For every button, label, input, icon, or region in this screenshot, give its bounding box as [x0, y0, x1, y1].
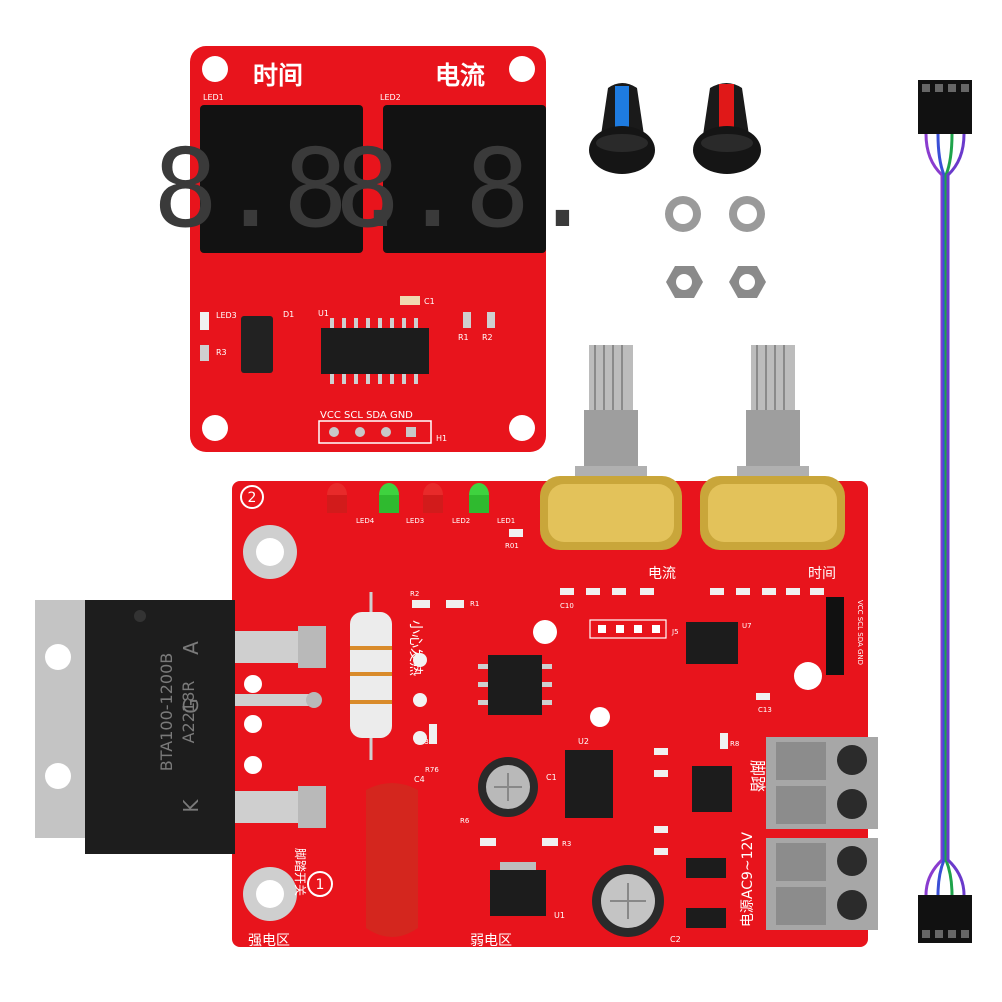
- segment-digits-right: 8.8.: [335, 127, 595, 252]
- svg-text:R3: R3: [216, 348, 227, 357]
- optocoupler-chip: [488, 655, 542, 715]
- status-leds: [327, 483, 489, 513]
- svg-text:J5: J5: [671, 628, 679, 636]
- mount-hole: [202, 56, 228, 82]
- triac-lead-g: [235, 694, 315, 706]
- svg-text:VCC SCL SDA GND: VCC SCL SDA GND: [856, 600, 864, 665]
- terminal-block-power: [766, 838, 878, 930]
- resistor-r3: [200, 345, 209, 361]
- led1-label: LED1: [203, 93, 224, 102]
- svg-text:C4: C4: [414, 775, 425, 784]
- seven-segment-display-left: [200, 105, 363, 253]
- smd-diode: [686, 908, 726, 928]
- knob-blue: [589, 83, 655, 174]
- capacitor-c2-electrolytic: [592, 865, 664, 937]
- capacitor-c1-electrolytic: [478, 757, 538, 817]
- dupont-cable: [918, 80, 972, 943]
- header-h1: [318, 420, 432, 444]
- hex-nut: [729, 266, 766, 298]
- svg-text:R8: R8: [730, 740, 739, 748]
- led-label: LED4: [356, 517, 375, 525]
- pedal-label: 脚踏: [748, 760, 767, 792]
- smd-diode: [686, 858, 726, 878]
- resistor-r1: [463, 312, 471, 328]
- current-label: 电流: [435, 61, 485, 90]
- time-knob-label: 时间: [808, 566, 836, 582]
- mount-hole: [509, 415, 535, 441]
- led-label: LED2: [452, 517, 470, 525]
- svg-text:LED3: LED3: [216, 311, 237, 320]
- pin-g-label: G: [179, 698, 203, 714]
- power-resistor: [350, 592, 392, 760]
- svg-text:D1: D1: [283, 310, 294, 319]
- power-label: 电源AC9~12V: [740, 832, 756, 928]
- ic-u2: [565, 750, 613, 818]
- board-mark-2: 2: [248, 490, 257, 506]
- washer: [665, 196, 701, 232]
- main-board: 2 1 LED4 LED3 LED2 LED1 R01: [232, 345, 878, 949]
- board-mark-1: 1: [316, 877, 325, 893]
- strong-zone-label: 强电区: [248, 933, 290, 949]
- regulator-u1: [490, 870, 546, 916]
- svg-text:R1: R1: [458, 333, 469, 342]
- svg-text:C1: C1: [546, 773, 557, 782]
- mount-hole: [202, 415, 228, 441]
- pin-k-label: K: [179, 799, 203, 813]
- svg-text:C2: C2: [670, 935, 681, 944]
- pin-a-label: A: [179, 641, 203, 655]
- svg-text:R6: R6: [460, 817, 470, 825]
- triac-part-number: BTA100-1200B: [157, 653, 176, 771]
- svg-text:C1: C1: [424, 297, 435, 306]
- display-header-pin-labels: VCC SCL SDA GND: [320, 410, 413, 421]
- svg-text:U2: U2: [578, 737, 589, 746]
- svg-text:U1: U1: [318, 309, 329, 318]
- current-knob-label: 电流: [648, 566, 676, 582]
- svg-text:H1: H1: [436, 434, 447, 443]
- knob-red: [693, 83, 761, 174]
- resistor-r2: [487, 312, 495, 328]
- seven-segment-display-right: [383, 105, 546, 253]
- segment-digits-left: 8.8.: [153, 127, 413, 252]
- mount-hole: [509, 56, 535, 82]
- washer: [729, 196, 765, 232]
- main-header-pins: [826, 597, 844, 675]
- bridge-rectifier: [692, 766, 732, 812]
- safety-capacitor: [366, 783, 418, 937]
- svg-text:C13: C13: [758, 706, 772, 714]
- svg-text:R3: R3: [562, 840, 571, 848]
- svg-text:U1: U1: [554, 911, 565, 920]
- time-label: 时间: [253, 61, 303, 90]
- led-label: LED3: [406, 517, 424, 525]
- diode-d1: [241, 316, 273, 373]
- terminal-block-pedal: [766, 737, 878, 829]
- weak-zone-label: 弱电区: [470, 933, 512, 949]
- foot-switch-label: 脚踏开关: [293, 848, 308, 896]
- svg-text:R01: R01: [505, 542, 519, 550]
- led2-label: LED2: [380, 93, 401, 102]
- triac-body: [85, 600, 235, 854]
- header-j5: [589, 619, 667, 639]
- triac: BTA100-1200B A2218R A G K: [35, 600, 427, 854]
- triac-batch-code: A2218R: [179, 681, 198, 744]
- capacitor-c1: [400, 296, 420, 305]
- mcu-chip-u7: [686, 622, 738, 664]
- svg-text:R2: R2: [482, 333, 493, 342]
- potentiometer-current: [540, 345, 682, 550]
- display-driver-chip-u1: [321, 318, 429, 384]
- hex-nut: [666, 266, 703, 298]
- led-label: LED1: [497, 517, 515, 525]
- svg-text:R76: R76: [425, 766, 439, 774]
- display-board: 时间 电流 LED1 LED2 8.8. 8.8. C1 D1 LED3 R3 …: [153, 46, 595, 452]
- svg-text:U7: U7: [742, 622, 752, 630]
- potentiometer-time: [700, 345, 845, 550]
- svg-text:R1: R1: [470, 600, 479, 608]
- heat-warning: 小心发热: [407, 620, 423, 676]
- smd-components: [412, 588, 824, 855]
- svg-text:R2: R2: [410, 590, 419, 598]
- svg-text:C10: C10: [560, 602, 574, 610]
- led3: [200, 312, 209, 330]
